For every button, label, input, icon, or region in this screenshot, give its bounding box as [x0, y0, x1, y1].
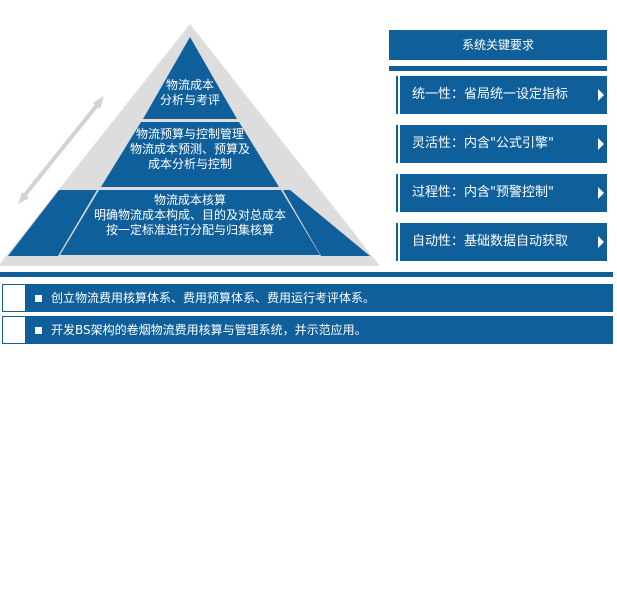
square-bullet-icon — [35, 295, 42, 302]
requirement-process: 过程性：内含"预警控制" — [400, 174, 607, 212]
pyramid-tier-bottom — [60, 190, 320, 255]
requirement-label: 过程性：内含"预警控制" — [412, 185, 554, 200]
pyramid-tier-base-right — [283, 190, 370, 256]
pyramid-top-line-1: 物流成本 — [165, 78, 214, 92]
double-arrow-icon — [18, 96, 104, 204]
requirement-label: 自动性：基础数据自动获取 — [412, 234, 569, 249]
chevron-right-icon — [598, 138, 604, 150]
goal-text: 创立物流费用核算体系、费用预算体系、费用运行考评体系。 — [51, 291, 376, 305]
pyramid-bottom-line-1: 物流成本核算 — [153, 193, 226, 207]
pyramid-top-line-2: 分析与考评 — [159, 93, 220, 107]
requirement-flexibility: 灵活性：内含"公式引擎" — [400, 125, 607, 163]
pyramid-middle-line-2: 物流成本预测、预算及 — [129, 142, 250, 156]
chevron-right-icon — [598, 236, 604, 248]
goal-item: 创立物流费用核算体系、费用预算体系、费用运行考评体系。 — [2, 284, 613, 312]
pyramid-tier-middle — [101, 122, 279, 187]
pyramid-tier-base-left — [8, 190, 97, 256]
chevron-right-icon — [598, 187, 604, 199]
goal-lead-block — [3, 285, 25, 311]
pyramid-bottom-text: 物流成本核算 明确物流成本构成、目的及对总成本 按一定标准进行分配与归集核算 — [60, 193, 320, 238]
pyramid-bottom-line-3: 按一定标准进行分配与归集核算 — [105, 223, 274, 237]
pyramid-middle-line-1: 物流预算与控制管理 — [135, 127, 244, 141]
requirement-label: 统一性：省局统一设定指标 — [412, 87, 569, 102]
square-bullet-icon — [35, 327, 42, 334]
goal-text: 开发BS架构的卷烟物流费用核算与管理系统，并示范应用。 — [51, 323, 367, 337]
requirement-automation: 自动性：基础数据自动获取 — [400, 223, 607, 261]
pyramid-middle-line-3: 成本分析与控制 — [147, 157, 232, 171]
chevron-right-icon — [598, 89, 604, 101]
requirements-title: 系统关键要求 — [389, 30, 607, 60]
pyramid-bottom-line-2: 明确物流成本构成、目的及对总成本 — [93, 208, 286, 222]
requirements-divider — [389, 66, 607, 71]
pyramid-diagram — [0, 24, 380, 266]
goal-lead-block — [3, 317, 25, 343]
requirement-label: 灵活性：内含"公式引擎" — [412, 136, 554, 151]
pyramid-top-text: 物流成本 分析与考评 — [140, 78, 240, 108]
section-divider — [0, 272, 613, 277]
pyramid-tier-top — [143, 37, 237, 119]
goal-item: 开发BS架构的卷烟物流费用核算与管理系统，并示范应用。 — [2, 316, 613, 344]
pyramid-middle-text: 物流预算与控制管理 物流成本预测、预算及 成本分析与控制 — [100, 127, 280, 172]
requirement-uniformity: 统一性：省局统一设定指标 — [400, 76, 607, 114]
